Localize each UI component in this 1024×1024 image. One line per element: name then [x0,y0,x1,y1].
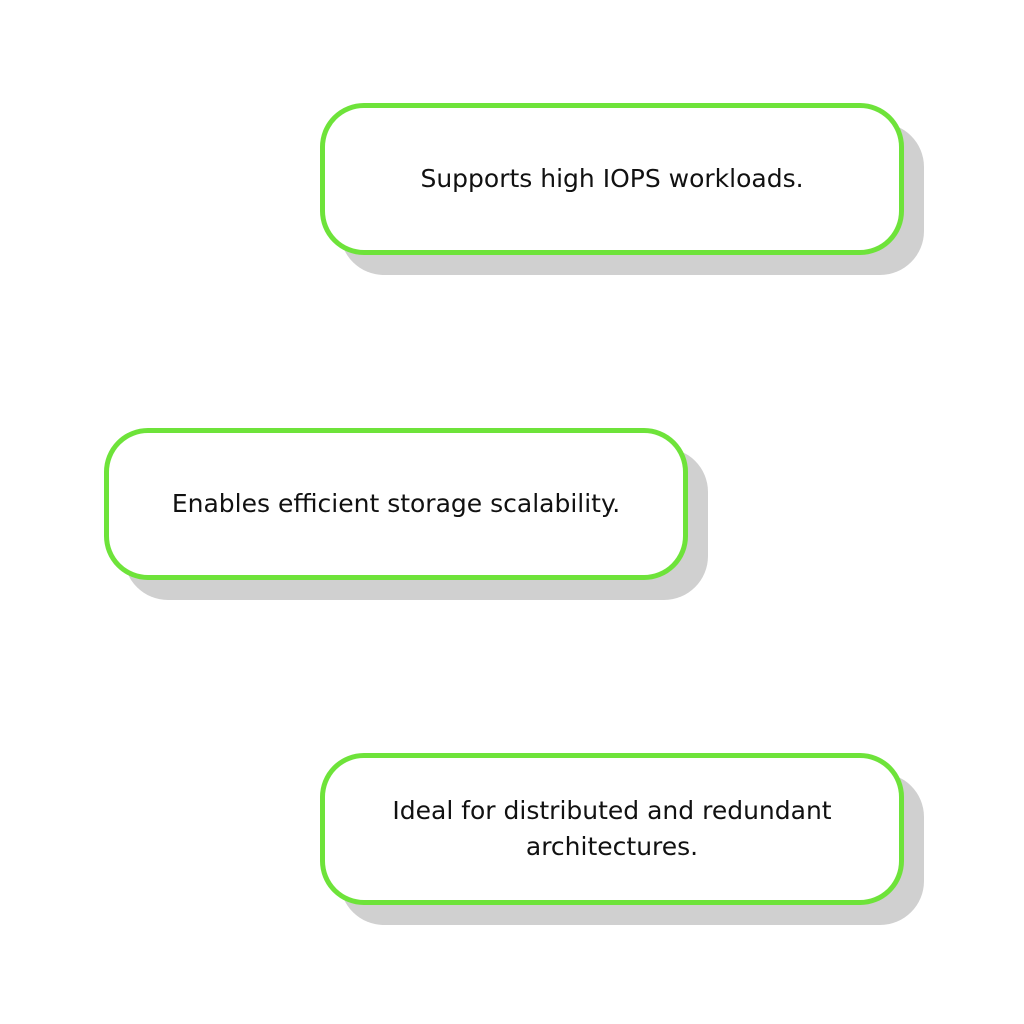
feature-card-scalability: Enables efficient storage scalability. [104,428,688,580]
feature-card-text: Supports high IOPS workloads. [420,164,804,193]
feature-card-text: Ideal for distributed and redundant arch… [392,796,832,861]
feature-card-text: Enables efficient storage scalability. [171,489,621,518]
feature-card-iops: Supports high IOPS workloads. [320,103,904,255]
feature-card-distributed: Ideal for distributed and redundant arch… [320,753,904,905]
